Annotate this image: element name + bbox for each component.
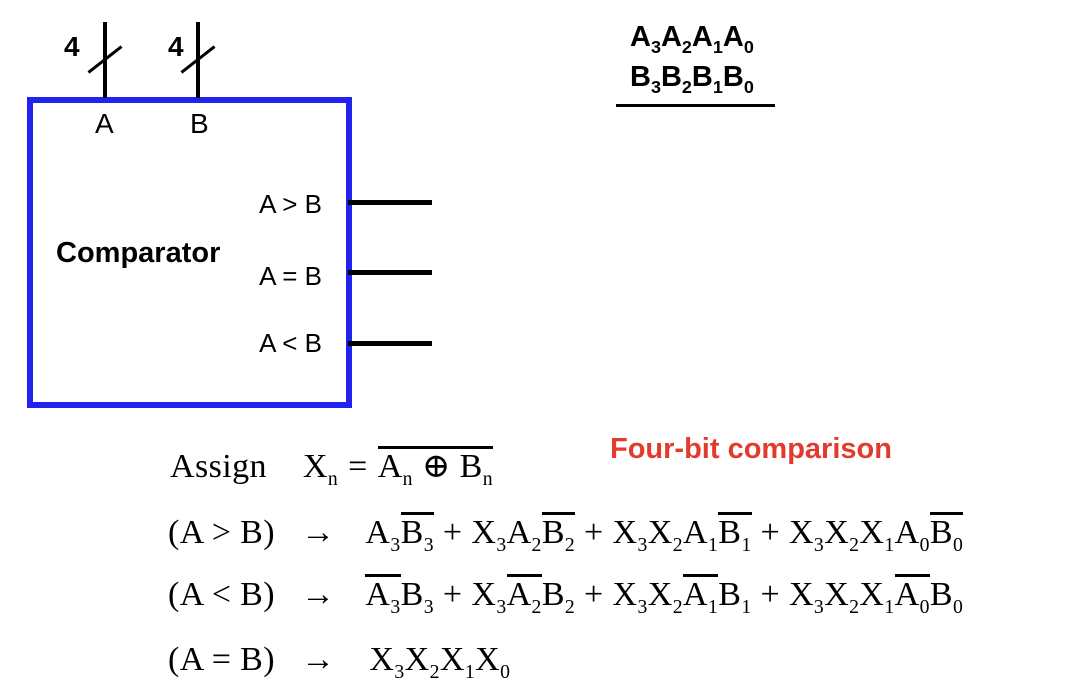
output-wire-greater — [348, 200, 432, 205]
operand-a-bits: A3A2A1A0 — [630, 21, 754, 57]
operand-underline — [616, 104, 775, 107]
output-label-less: A < B — [259, 328, 322, 358]
output-label-equal: A = B — [259, 261, 322, 291]
output-wire-equal — [348, 270, 432, 275]
bus-width-label-a: 4 — [64, 31, 80, 62]
operand-b-bits: B3B2B1B0 — [630, 61, 754, 97]
comparator-label: Comparator — [56, 237, 221, 269]
bus-width-label-b: 4 — [168, 31, 184, 62]
input-port-label-a: A — [95, 108, 114, 139]
comparator-box — [27, 97, 352, 408]
output-wire-less — [348, 341, 432, 346]
output-label-greater: A > B — [259, 189, 322, 219]
input-port-label-b: B — [190, 108, 209, 139]
four-bit-comparison-label: Four-bit comparison — [610, 433, 892, 465]
